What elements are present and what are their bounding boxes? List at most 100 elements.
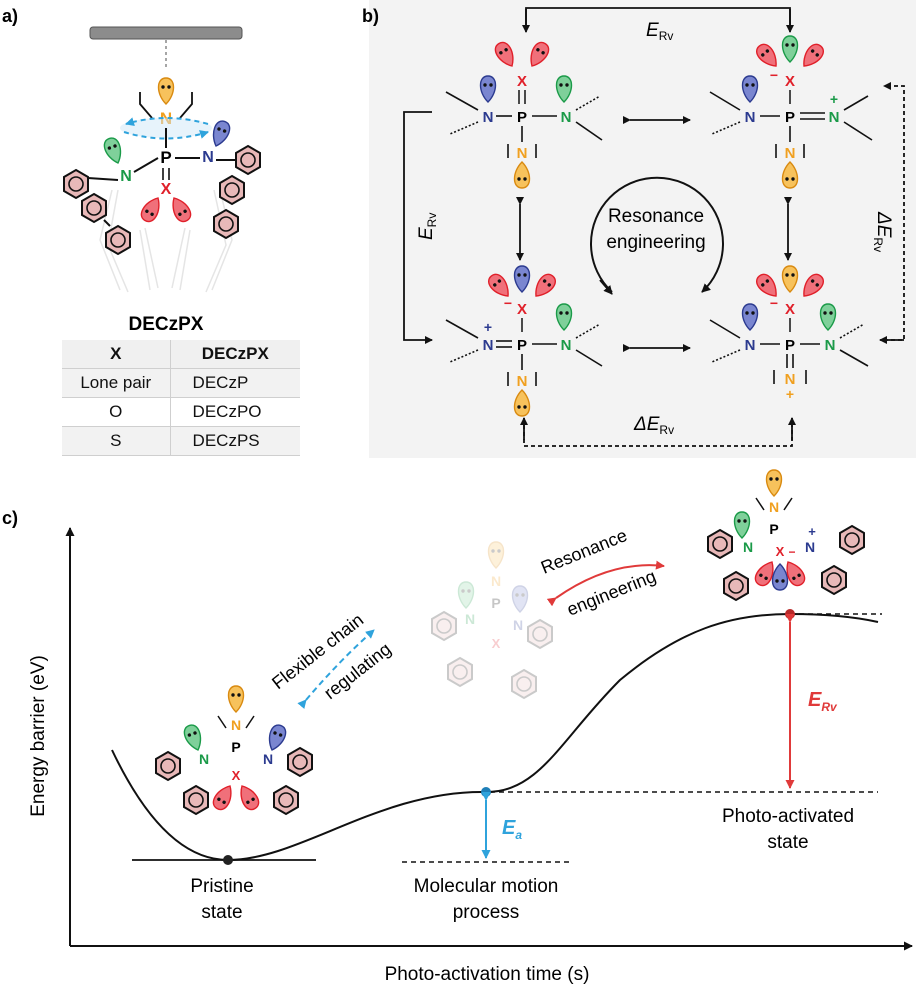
table-cell: DECzPS (170, 426, 300, 456)
equilibrium-arrows (516, 116, 792, 352)
molecule-intermediate: N P N N X (431, 541, 553, 699)
svg-text:N: N (743, 539, 753, 555)
panel-b-background (369, 0, 916, 458)
panel-a: N P X N N (63, 26, 261, 293)
right-ring-2 (219, 175, 245, 205)
pristine-point (223, 855, 233, 865)
table-header-x: X (62, 340, 171, 369)
resonance-structure-3: X − P N + N N (445, 265, 603, 417)
resonance-cycle-arrow-left-head (599, 279, 613, 295)
surface-bar (89, 26, 243, 40)
panel-label-b: b) (362, 6, 379, 26)
amine-lone-pair-icon (157, 77, 175, 105)
table-row: O DECzPO (62, 397, 300, 427)
ea-label: Ea (502, 817, 522, 842)
green-lone-pair-icon (101, 135, 126, 167)
svg-text:N: N (199, 751, 209, 767)
rotation-arrow-right (123, 130, 209, 140)
right-ring-1 (235, 145, 261, 175)
svg-text:P: P (517, 337, 527, 354)
x-atom: X (161, 181, 172, 198)
e-rv-left: ERv (416, 213, 439, 240)
left-ring-1 (63, 169, 89, 199)
svg-text:−: − (788, 545, 795, 559)
activated-point (785, 609, 795, 619)
svg-text:P: P (231, 739, 240, 755)
svg-text:N: N (805, 539, 815, 555)
svg-text:X: X (232, 768, 241, 783)
svg-text:−: − (770, 295, 778, 311)
table-cell: S (62, 426, 171, 456)
resonance-label-2: engineering (606, 232, 705, 253)
ethyl-chains (139, 92, 193, 119)
table-cell: DECzP (170, 368, 300, 398)
svg-text:X: X (492, 636, 501, 651)
svg-text:N: N (829, 109, 840, 126)
x-axis-label: Photo-activation time (s) (385, 964, 590, 985)
svg-text:N: N (491, 573, 501, 589)
molecule-activated: N P N N + X − (707, 469, 865, 601)
svg-text:−: − (504, 295, 512, 311)
activated-label-1: Photo-activated (722, 806, 854, 827)
resonance-c-label-2: engineering (564, 566, 659, 620)
svg-text:N: N (483, 109, 494, 126)
svg-text:N: N (465, 611, 475, 627)
blue-lone-pair-icon (208, 118, 233, 150)
table-header-decz: DECzPX (170, 340, 300, 369)
svg-text:N: N (517, 373, 528, 390)
flexible-arrow (297, 629, 375, 710)
erv-label: ERv (808, 689, 838, 714)
svg-text:N: N (263, 751, 273, 767)
svg-text:P: P (517, 109, 527, 126)
panel-b: X P N N N X − P N (403, 7, 905, 447)
intermediate-point (481, 787, 491, 797)
molecule-name: DECzPX (129, 314, 204, 335)
svg-text:N: N (561, 109, 572, 126)
panel-c: Energy barrier (eV) Photo-activation tim… (28, 469, 913, 985)
svg-text:P: P (785, 109, 795, 126)
resonance-arrow (546, 560, 665, 607)
right-ring-3 (213, 209, 239, 239)
table-row: S DECzPS (62, 426, 300, 456)
table-cell: O (62, 397, 171, 427)
resonance-structure-2: X − P N N + N (709, 35, 873, 189)
y-axis-label: Energy barrier (eV) (28, 655, 49, 817)
table-header-row: X DECzPX (62, 340, 300, 369)
left-ring-3 (105, 225, 131, 255)
svg-text:N: N (561, 337, 572, 354)
svg-text:N: N (825, 337, 836, 354)
svg-text:+: + (808, 524, 816, 539)
table-cell: DECzPO (170, 397, 300, 427)
svg-text:P: P (785, 337, 795, 354)
resonance-structure-4: X − P N N N + (709, 265, 869, 402)
resonance-cycle-arrow (590, 176, 724, 293)
svg-text:N: N (513, 617, 523, 633)
svg-text:X: X (785, 73, 795, 90)
svg-text:N: N (483, 337, 494, 354)
svg-text:N: N (231, 717, 241, 733)
svg-text:+: + (484, 319, 492, 335)
molecule-pristine: N P N N X (155, 685, 313, 815)
table-cell: Lone pair (62, 368, 171, 398)
rotation-arrow-left (125, 117, 209, 127)
panel-label-c: c) (2, 508, 18, 528)
phosphorus-atom: P (160, 148, 171, 167)
x-lone-pair-icon (137, 193, 166, 225)
resonance-structure-1: X P N N N (445, 39, 603, 189)
delta-e-rv-right: ΔERv (871, 211, 894, 252)
carbazole-n-left: N (120, 168, 132, 185)
svg-text:+: + (830, 91, 838, 107)
svg-text:N: N (517, 145, 528, 162)
left-ring-2 (81, 193, 107, 223)
pristine-label-1: Pristine (190, 876, 253, 897)
pristine-label-2: state (201, 902, 242, 923)
carbazole-n-right: N (202, 149, 214, 166)
variant-table: X DECzPX Lone pair DECzP O DECzPO S DECz… (62, 340, 300, 456)
svg-text:P: P (769, 521, 778, 537)
resonance-label-1: Resonance (608, 206, 704, 227)
svg-text:N: N (745, 337, 756, 354)
x-lone-pair-icon-2 (166, 193, 195, 225)
panel-label-a: a) (2, 6, 18, 26)
svg-text:N: N (745, 109, 756, 126)
